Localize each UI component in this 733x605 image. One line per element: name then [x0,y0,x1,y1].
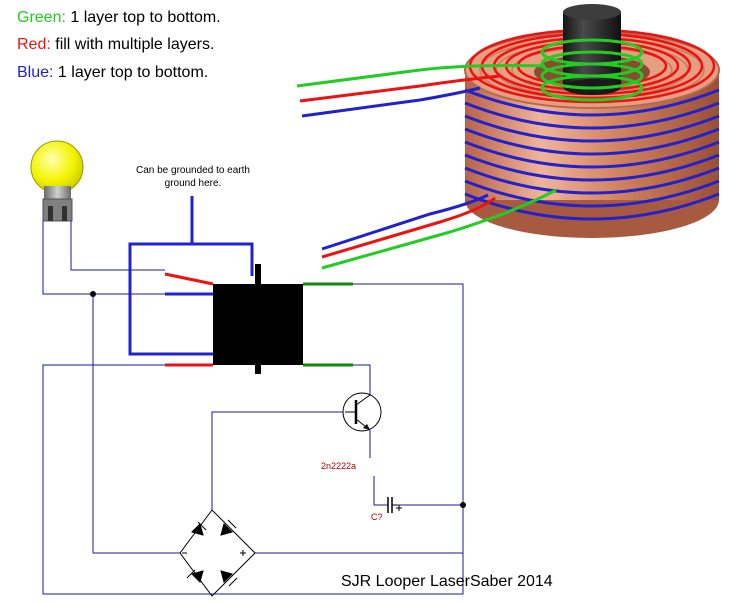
npn-transistor-icon [342,392,382,432]
junction-dot [90,291,96,297]
legend-red: Red: fill with multiple layers. [17,36,214,54]
legend-green-key: Green: [17,9,66,26]
capacitor-label: C? [371,512,383,522]
legend-red-key: Red: [17,36,51,53]
diagram-title: SJR Looper LaserSaber 2014 [341,573,553,590]
circuit-wires [42,221,464,595]
legend-green: Green: 1 layer top to bottom. [17,9,221,27]
blue-winding [464,88,720,221]
legend-blue: Blue: 1 layer top to bottom. [17,64,208,82]
legend-blue-text: 1 layer top to bottom. [53,64,209,81]
ground-note: Can be grounded to earth ground here. [136,165,250,189]
ferrite-core [563,4,621,95]
coil-leads-bottom [321,188,557,270]
transistor-label: 2n2222a [321,461,357,471]
junction-dot [460,502,466,508]
legend-blue-key: Blue: [17,64,54,81]
capacitor-icon [387,497,402,513]
coil-leads-top [296,64,546,118]
legend-red-text: fill with multiple layers. [50,36,215,53]
legend-green-text: 1 layer top to bottom. [65,9,221,26]
bridge-rectifier-icon [179,509,256,597]
toroid-coil-icon [296,4,720,270]
transformer-core-icon [128,196,353,374]
light-bulb-icon [30,140,84,222]
green-winding [540,38,644,102]
